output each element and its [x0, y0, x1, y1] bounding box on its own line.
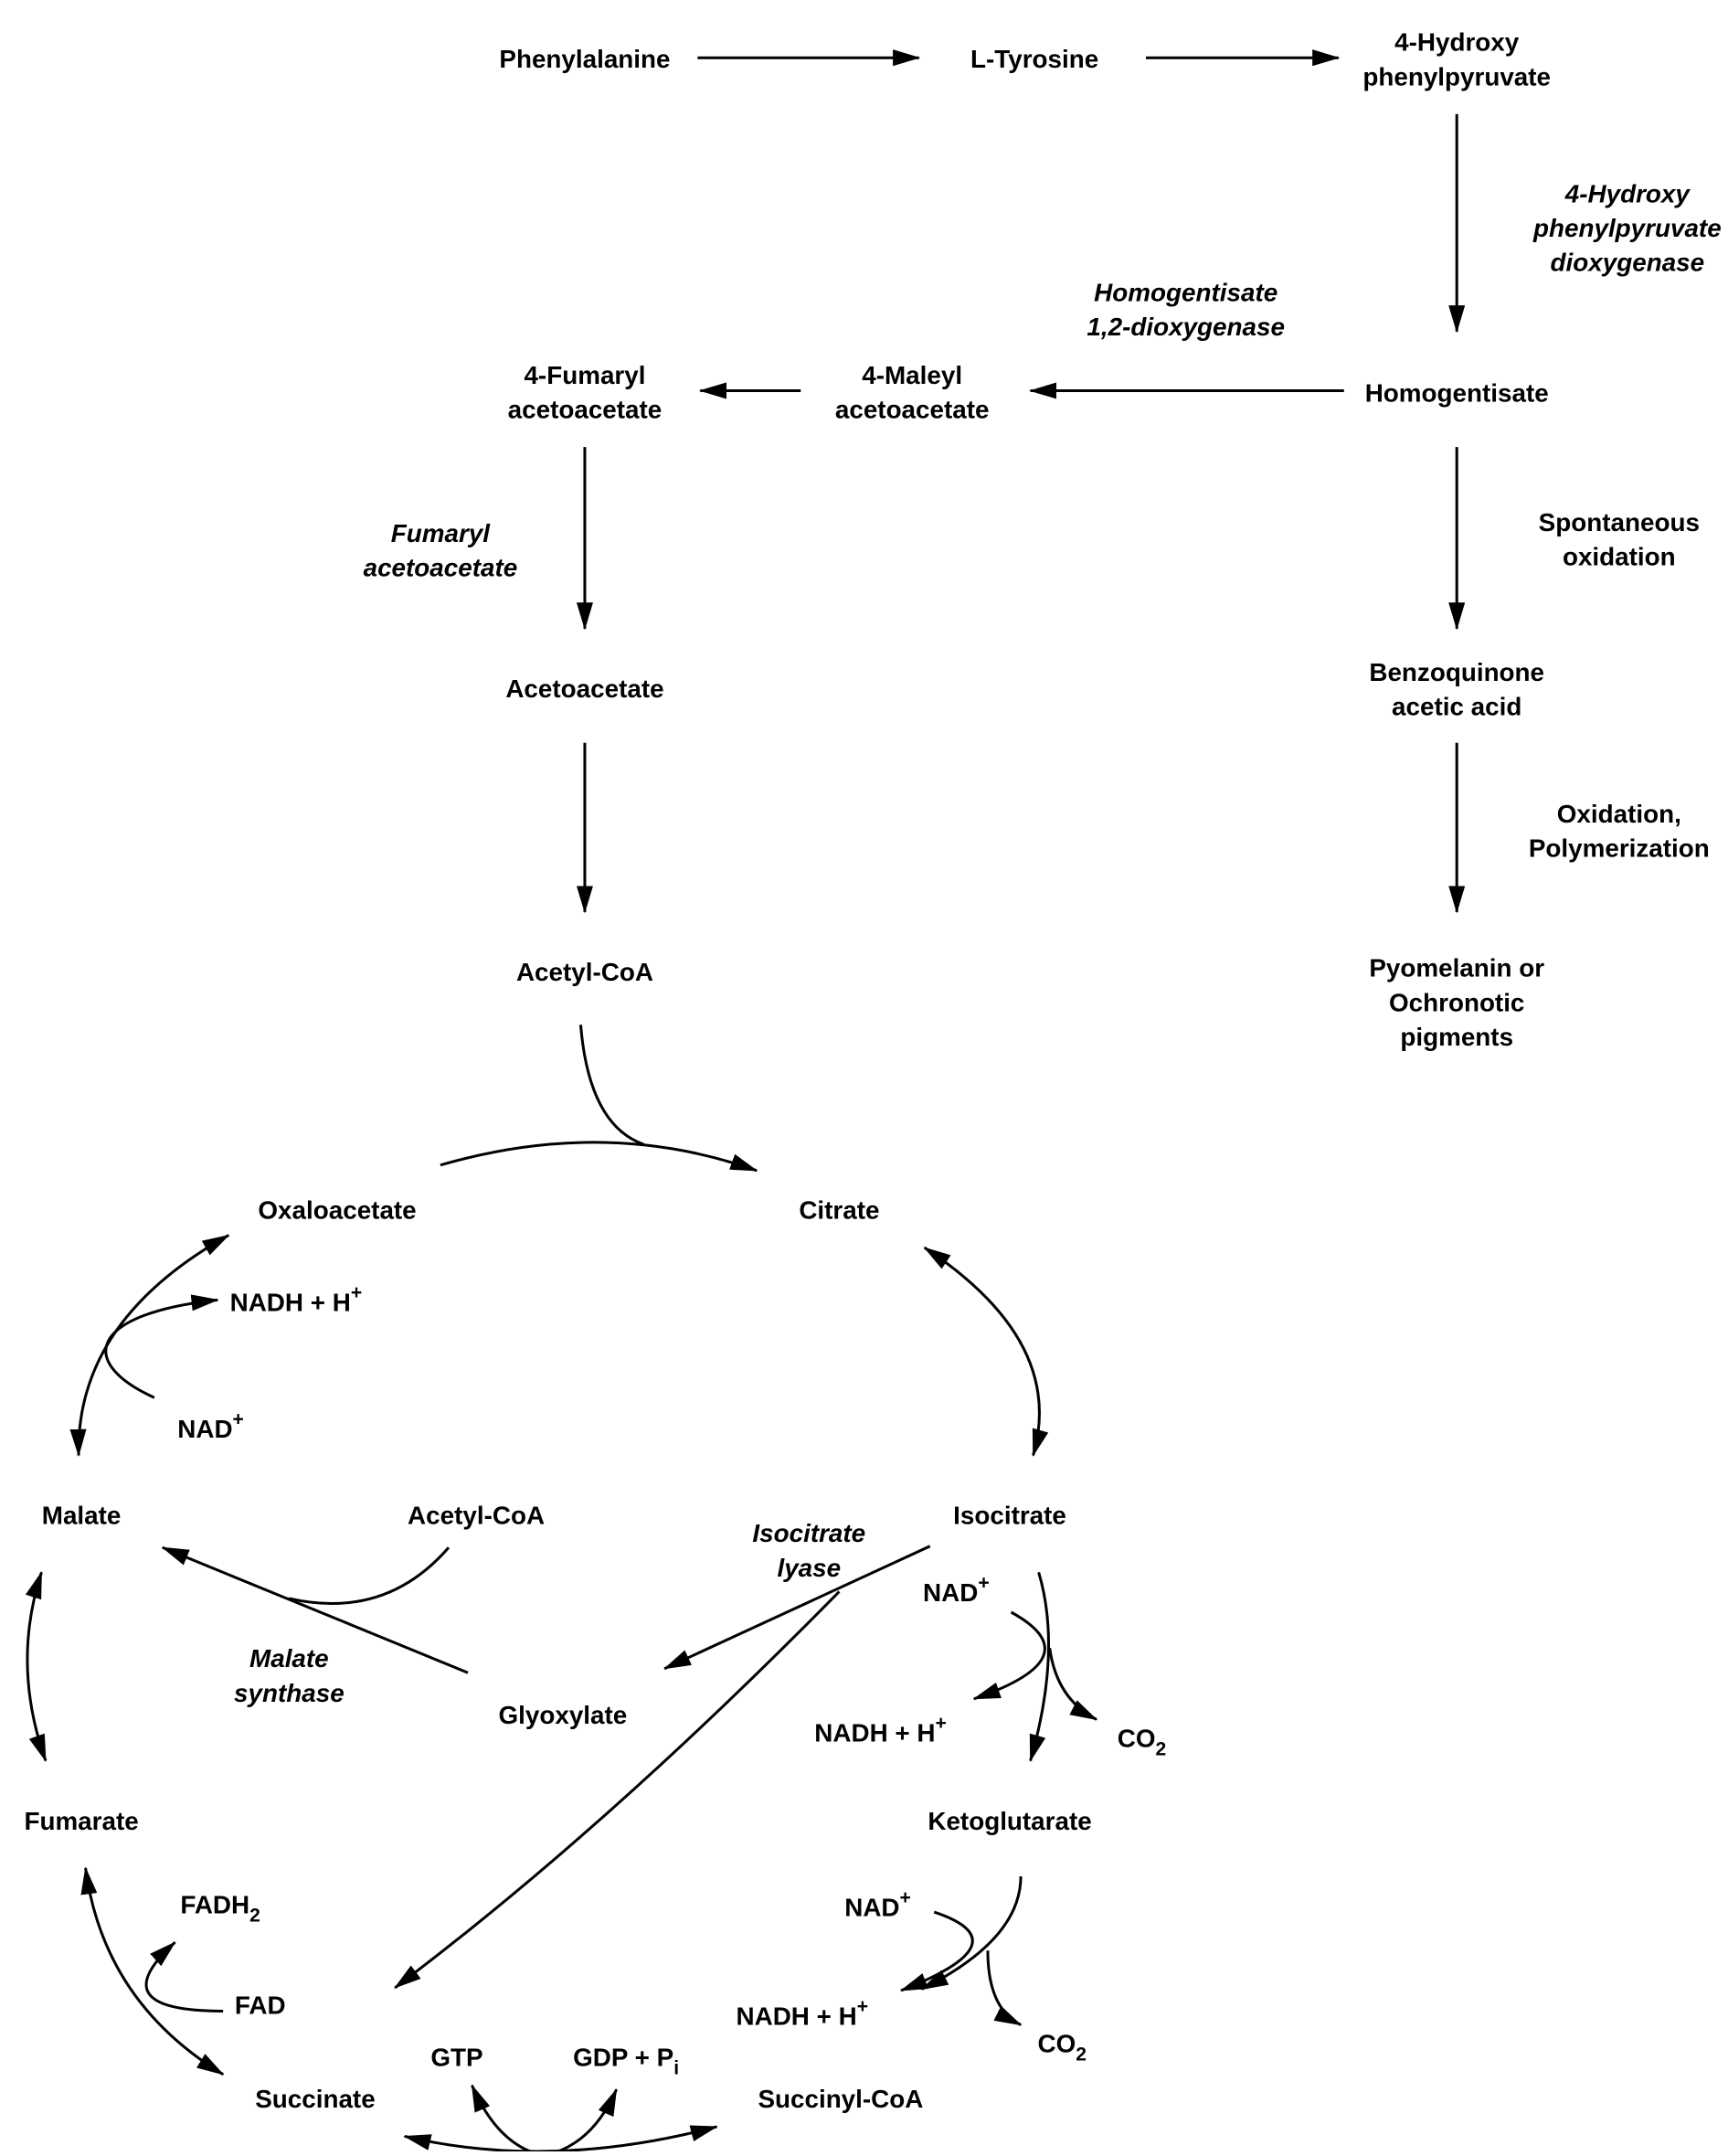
arrow-isocitrate-glyoxylate: [663, 1545, 931, 1671]
cofactor-gdp: GDP + Pi: [573, 2044, 679, 2079]
arrow-isocitrate-succinate: [394, 1590, 841, 1990]
compound-glyoxylate: Glyoxylate: [498, 1701, 627, 1729]
arrow-fad-fadh2: [144, 1941, 224, 2013]
cofactor-nad-1: NAD+: [177, 1408, 244, 1443]
compound-citrate: Citrate: [799, 1196, 879, 1225]
arrow-co2-2: [986, 1950, 1023, 2026]
compound-isocitrate: Isocitrate: [953, 1502, 1066, 1530]
compound-malate: Malate: [42, 1502, 122, 1530]
cofactor-fad: FAD: [235, 1991, 286, 2019]
arrow-fumarate-succinate: [80, 1866, 225, 2076]
compound-oxaloacetate: Oxaloacetate: [258, 1196, 416, 1225]
arrow-gtp: [471, 2084, 545, 2156]
cofactor-fadh2: FADH2: [180, 1891, 260, 1927]
arrow-co2-1: [1048, 1647, 1098, 1721]
arrow-oxaloacetate-citrate: [440, 1141, 758, 1173]
cofactor-co2-2: CO2: [1038, 2030, 1087, 2066]
compound-succinyl-coa: Succinyl-CoA: [758, 2085, 923, 2113]
compound-homogentisate: Homogentisate: [1365, 378, 1549, 407]
cofactor-nad-2: NAD+: [923, 1572, 990, 1607]
arrow-gdp: [543, 2087, 618, 2156]
arrow-succinylcoa-succinate: [403, 2125, 718, 2153]
cofactor-gtp: GTP: [430, 2044, 482, 2072]
arrow-nad-nadh-2: [972, 1610, 1046, 1701]
compound-succinate: Succinate: [255, 2085, 375, 2113]
cofactor-nadh-3: NADH + H+: [737, 1996, 869, 2031]
cofactor-nad-3: NAD+: [844, 1887, 911, 1922]
arrow-isocitrate-ketoglutarate: [1029, 1571, 1050, 1762]
arrow-nad-nadh-1: [104, 1294, 219, 1399]
arrow-malate-fumarate: [25, 1570, 48, 1762]
cofactor-co2-1: CO2: [1118, 1724, 1166, 1759]
arrow-acetylcoa-malate-synthase: [289, 1546, 451, 1605]
compound-fumarate: Fumarate: [24, 1807, 138, 1835]
compound-tyrosine: L-Tyrosine: [970, 45, 1098, 73]
arrow-nad-nadh-3: [899, 1910, 974, 1992]
arrow-glyoxylate-malate: [161, 1545, 469, 1674]
arrow-acetylcoa-merge: [578, 1025, 645, 1146]
process-polymerization: Oxidation,Polymerization: [1529, 800, 1710, 863]
compound-phenylalanine: Phenylalanine: [499, 45, 670, 73]
arrow-ketoglutarate-succinylcoa: [920, 1875, 1023, 1991]
cofactor-nadh-2: NADH + H+: [814, 1713, 947, 1747]
compound-acetoacetate: Acetoacetate: [505, 674, 663, 703]
compound-acetyl-coa: Acetyl-CoA: [516, 958, 653, 986]
compound-ketoglutarate: Ketoglutarate: [928, 1807, 1091, 1835]
compound-acetyl-coa-glyoxylate: Acetyl-CoA: [408, 1502, 545, 1530]
arrow-citrate-isocitrate: [923, 1246, 1049, 1457]
cofactor-nadh-1: NADH + H+: [230, 1282, 363, 1317]
